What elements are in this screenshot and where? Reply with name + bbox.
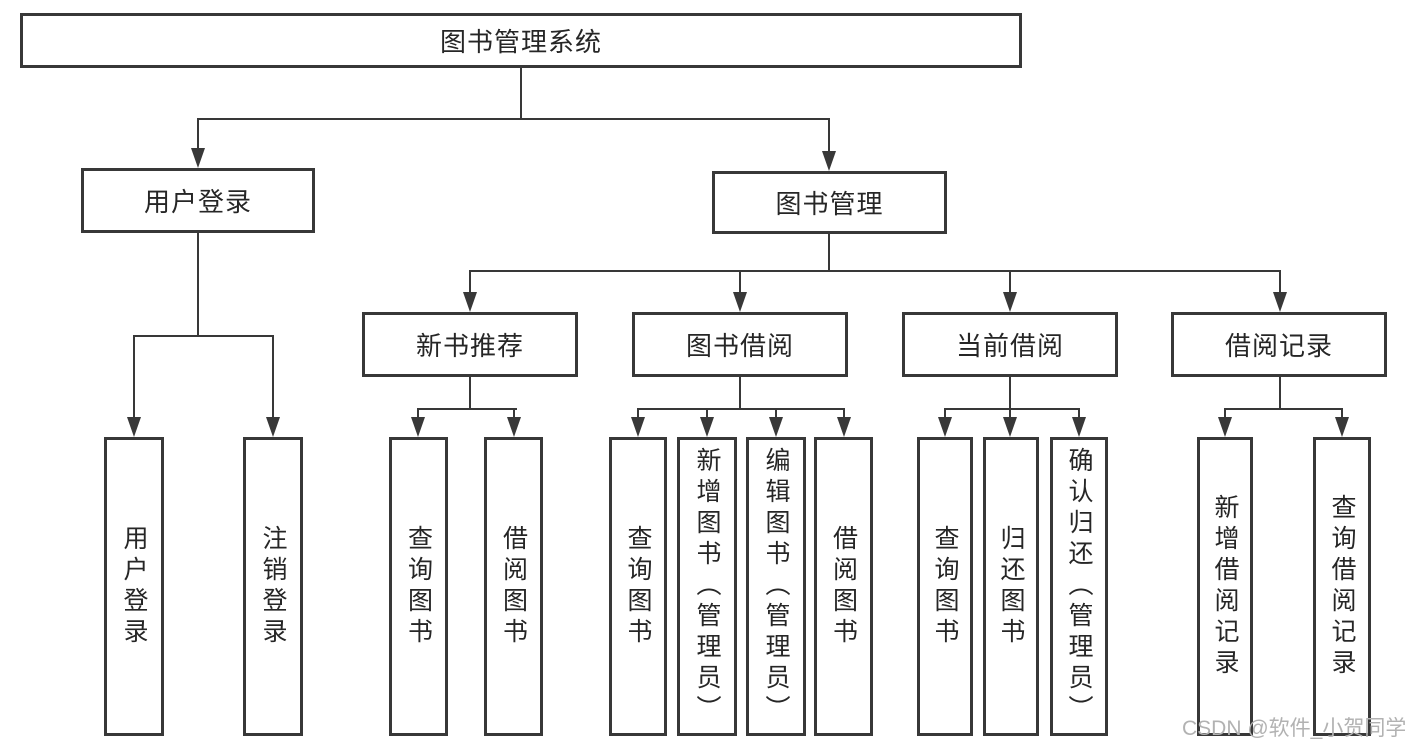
leaf-query-borrow-record: 查询借阅记录 (1313, 437, 1371, 736)
node-label: 当前借阅 (955, 331, 1064, 361)
connector-arm-book-management (828, 118, 830, 153)
connector-user-login-children (133, 335, 274, 337)
leaf-recommend-query-books: 查询图书 (389, 437, 448, 736)
connector-level3 (469, 270, 1281, 272)
leaf-label: 编辑图书（管理员） (762, 447, 790, 726)
connector-current-borrow-children (944, 408, 1080, 410)
connector-arm (843, 408, 845, 419)
leaf-label: 归还图书 (997, 524, 1025, 649)
leaf-logout: 注销登录 (243, 437, 303, 736)
connector-arm (775, 408, 777, 419)
connector-arm (1009, 408, 1011, 419)
arrow-to-query-record (1335, 417, 1349, 437)
connector-arm (417, 408, 419, 419)
node-label: 新书推荐 (415, 331, 524, 361)
node-library-management-system: 图书管理系统 (20, 13, 1022, 68)
connector-arm (706, 408, 708, 419)
leaf-label: 查询图书 (624, 524, 652, 649)
leaf-borrow-query-books: 查询图书 (609, 437, 667, 736)
leaf-add-books-admin: 新增图书（管理员） (677, 437, 737, 736)
arrow-to-borrow-records (1273, 292, 1287, 312)
leaf-label: 查询图书 (404, 524, 433, 649)
node-new-book-recommend: 新书推荐 (362, 312, 578, 377)
connector-arm (513, 408, 515, 419)
connector-arm (637, 408, 639, 419)
node-label: 借阅记录 (1224, 331, 1333, 361)
connector-arm-current-borrow (1009, 270, 1011, 294)
arrow-to-edit-books (769, 417, 783, 437)
arrow-to-current-borrow (1003, 292, 1017, 312)
connector-arm (1224, 408, 1226, 419)
connector-new-book-children (417, 408, 517, 410)
connector-root-stem (520, 68, 522, 118)
leaf-label: 注销登录 (259, 524, 287, 649)
connector-arm (1078, 408, 1080, 419)
connector-arm-borrow-records (1279, 270, 1281, 294)
arrow-to-return-books (1003, 417, 1017, 437)
watermark: CSDN @软件_小贺同学 (1182, 717, 1405, 740)
node-user-login: 用户登录 (81, 168, 315, 233)
arrow-to-confirm-return (1072, 417, 1086, 437)
node-label: 用户登录 (143, 187, 252, 217)
arrow-to-add-books (700, 417, 714, 437)
arrow-to-add-record (1218, 417, 1232, 437)
connector-arm-user-login (197, 118, 199, 150)
leaf-label: 查询借阅记录 (1328, 493, 1356, 680)
connector-book-borrow-children (637, 408, 845, 410)
leaf-label: 借阅图书 (499, 524, 528, 649)
node-label: 图书管理 (775, 189, 884, 219)
leaf-add-borrow-record: 新增借阅记录 (1197, 437, 1253, 736)
connector-borrow-records-stem (1279, 377, 1281, 408)
leaf-return-books: 归还图书 (983, 437, 1039, 736)
connector-borrow-records-children (1224, 408, 1343, 410)
arrow-to-query-books (938, 417, 952, 437)
node-book-management: 图书管理 (712, 171, 947, 234)
leaf-confirm-return-admin: 确认归还（管理员） (1050, 437, 1108, 736)
connector-arm-book-borrow (739, 270, 741, 294)
connector-arm (1341, 408, 1343, 419)
leaf-user-login: 用户登录 (104, 437, 164, 736)
leaf-label: 借阅图书 (829, 524, 858, 649)
connector-book-management-stem (828, 234, 830, 270)
connector-arm (944, 408, 946, 419)
node-label: 图书借阅 (685, 331, 794, 361)
leaf-borrow-books: 借阅图书 (814, 437, 873, 736)
leaf-current-query-books: 查询图书 (917, 437, 973, 736)
connector-arm-logout-leaf (272, 335, 274, 419)
arrow-to-new-book (463, 292, 477, 312)
arrow-to-book-management (822, 151, 836, 171)
node-book-borrow: 图书借阅 (632, 312, 848, 377)
leaf-edit-books-admin: 编辑图书（管理员） (746, 437, 806, 736)
node-label: 图书管理系统 (439, 27, 602, 57)
connector-book-borrow-stem (739, 377, 741, 408)
node-borrow-records: 借阅记录 (1171, 312, 1387, 377)
connector-current-borrow-stem (1009, 377, 1011, 408)
leaf-recommend-borrow-books: 借阅图书 (484, 437, 543, 736)
connector-user-login-stem (197, 233, 199, 335)
arrow-to-query-books (411, 417, 425, 437)
leaf-label: 新增借阅记录 (1211, 493, 1239, 680)
connector-level2 (197, 118, 830, 120)
node-current-borrow: 当前借阅 (902, 312, 1118, 377)
arrow-to-book-borrow (733, 292, 747, 312)
connector-new-book-stem (469, 377, 471, 408)
leaf-label: 新增图书（管理员） (693, 447, 721, 726)
leaf-label: 用户登录 (120, 524, 148, 649)
leaf-label: 查询图书 (931, 524, 959, 649)
arrow-to-logout-leaf (266, 417, 280, 437)
arrow-to-login-leaf (127, 417, 141, 437)
arrow-to-borrow-books (837, 417, 851, 437)
connector-arm-new-book (469, 270, 471, 294)
arrow-to-query-books (631, 417, 645, 437)
connector-arm-login-leaf (133, 335, 135, 419)
leaf-label: 确认归还（管理员） (1065, 447, 1093, 726)
arrow-to-user-login (191, 148, 205, 168)
arrow-to-borrow-books (507, 417, 521, 437)
